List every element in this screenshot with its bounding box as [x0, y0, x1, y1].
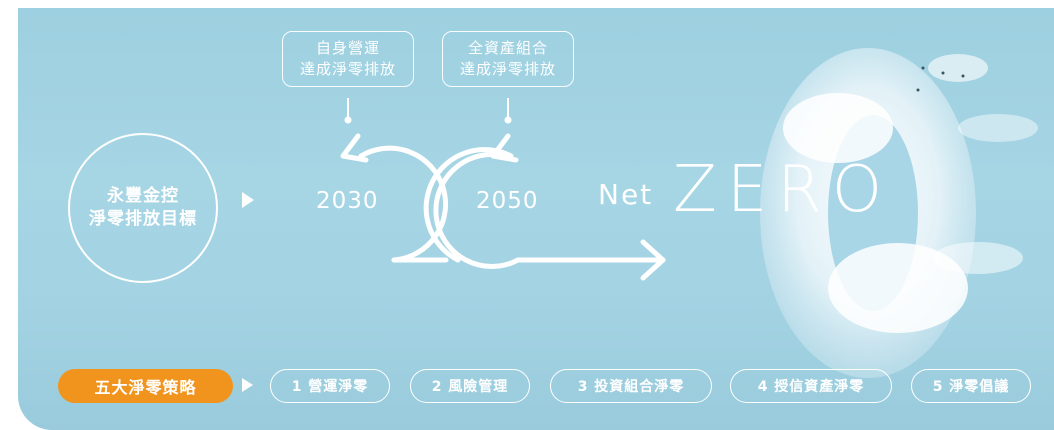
strategy-item-4[interactable]: 4 授信資產淨零 — [730, 369, 892, 403]
milestone-year-2050: 2050 — [476, 188, 539, 214]
note-connectors — [344, 98, 512, 124]
goal-title-line2: 淨零排放目標 — [89, 209, 197, 229]
note-line: 達成淨零排放 — [299, 60, 396, 78]
goal-title-line1: 永豐金控 — [107, 186, 179, 206]
net-label: Net — [598, 178, 654, 211]
note-line: 自身營運 — [315, 39, 380, 57]
milestone-2050-note: 全資產組合 達成淨零排放 — [442, 31, 574, 87]
zero-label: ZERO — [673, 153, 893, 227]
play-arrow-icon — [242, 192, 254, 208]
net-zero-banner: 自身營運 達成淨零排放 全資產組合 達成淨零排放 永豐金控 淨零排放目標 203… — [18, 8, 1054, 430]
strategies-label: 五大淨零策略 — [58, 369, 233, 403]
play-arrow-icon — [242, 378, 253, 392]
strategy-item-1[interactable]: 1 營運淨零 — [270, 369, 390, 403]
strategy-item-5[interactable]: 5 淨零倡議 — [911, 369, 1031, 403]
cloud-zero-illustration — [760, 48, 1038, 378]
note-line: 全資產組合 — [467, 39, 548, 57]
strategy-item-2[interactable]: 2 風險管理 — [410, 369, 530, 403]
timeline-arrows — [340, 133, 666, 281]
strategy-item-3[interactable]: 3 投資組合淨零 — [550, 369, 712, 403]
note-line: 達成淨零排放 — [459, 60, 556, 78]
goal-title-circle: 永豐金控 淨零排放目標 — [68, 133, 218, 283]
milestone-year-2030: 2030 — [316, 188, 379, 214]
milestone-2030-note: 自身營運 達成淨零排放 — [282, 31, 414, 87]
